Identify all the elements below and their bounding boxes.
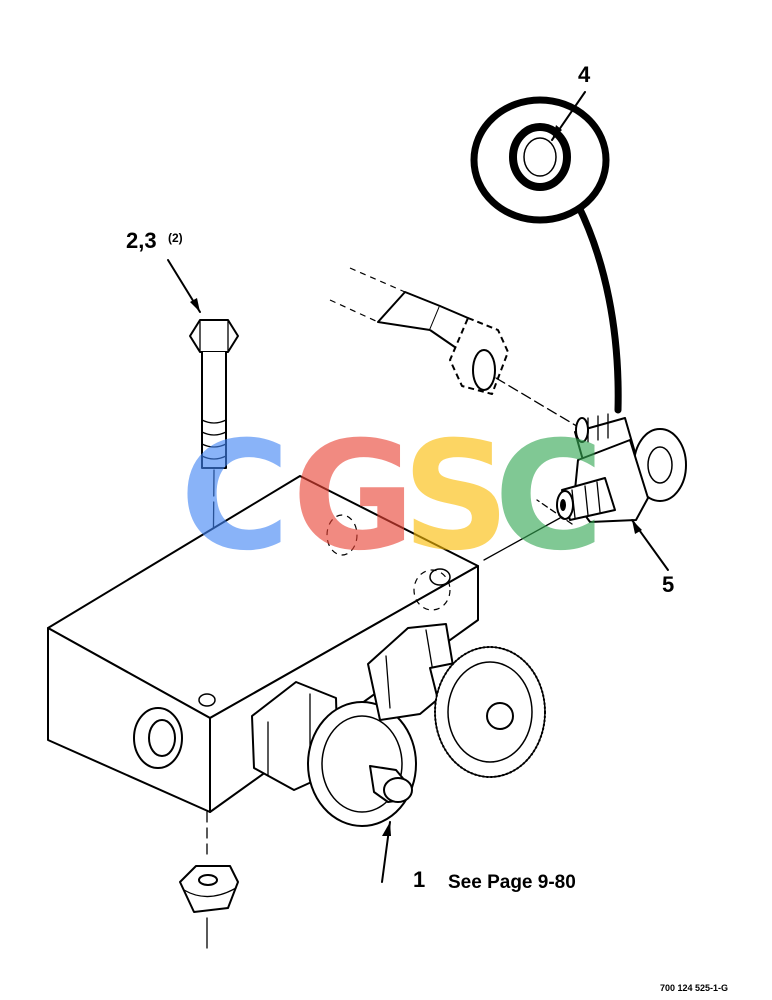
bolt-item-2-3: [167, 259, 239, 691]
callout-item-2-3-quantity: (2): [168, 231, 183, 245]
valve-knurled-knob: [367, 623, 546, 778]
o-ring-item-4: [509, 123, 571, 191]
callout-item-5: 5: [662, 572, 674, 597]
callout-item-4: 4: [578, 62, 591, 87]
see-page-note: See Page 9-80: [448, 872, 576, 893]
watermark-letter-s: S: [402, 410, 510, 584]
valve-item-1: [251, 681, 417, 883]
hose-assembly: [329, 267, 581, 429]
figure-code: 700 124 525-1-G: [660, 983, 728, 993]
flange-nut: [179, 865, 239, 949]
elbow-fitting-item-5: [556, 413, 687, 523]
watermark-letter-c2: C: [494, 410, 604, 584]
callout-item-2-3: 2,3: [126, 228, 157, 253]
watermark: C G S C: [180, 410, 604, 584]
detail-magnifier: [470, 91, 622, 414]
watermark-letter-c1: C: [180, 410, 290, 584]
watermark-letter-g: G: [292, 410, 415, 584]
callout-item-1: 1: [413, 867, 425, 892]
